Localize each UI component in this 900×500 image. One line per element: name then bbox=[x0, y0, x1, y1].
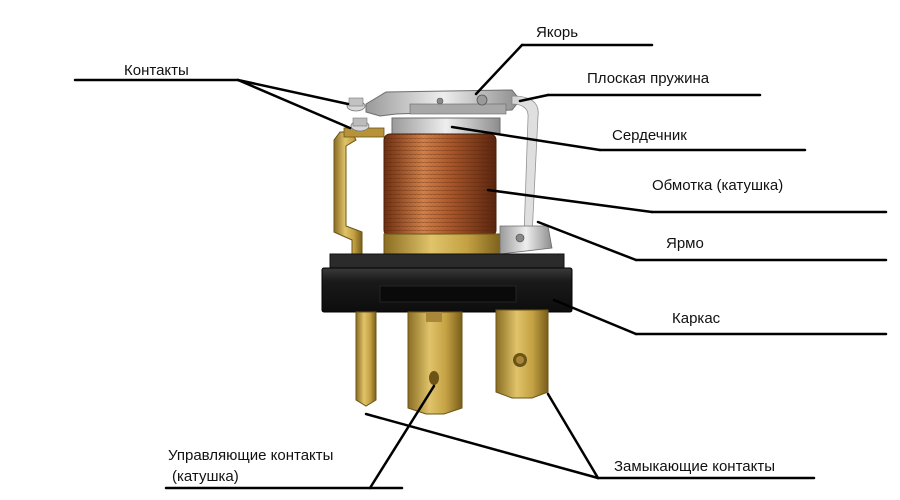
leader-core bbox=[450, 125, 602, 152]
label-control-contacts-line1: Управляющие контакты bbox=[168, 447, 334, 464]
contact-bracket bbox=[333, 127, 385, 259]
flat-spring bbox=[511, 95, 539, 237]
leader-frame bbox=[552, 298, 638, 336]
label-frame: Каркас bbox=[672, 310, 721, 327]
label-closing-contacts: Замыкающие контакты bbox=[614, 458, 775, 475]
leader-closing-left bbox=[364, 412, 600, 480]
terminals bbox=[355, 309, 549, 415]
label-core: Сердечник bbox=[612, 127, 687, 144]
label-flat-spring: Плоская пружина bbox=[587, 70, 710, 87]
label-yoke: Ярмо bbox=[666, 235, 704, 252]
contact-points bbox=[346, 97, 370, 132]
label-control-contacts-line2: (катушка) bbox=[172, 468, 239, 485]
leader-armature bbox=[474, 43, 524, 96]
coil-winding bbox=[383, 133, 497, 237]
leader-contacts-upper bbox=[236, 78, 350, 106]
leader-winding bbox=[486, 188, 654, 214]
label-contacts: Контакты bbox=[124, 62, 189, 79]
leader-yoke bbox=[536, 220, 638, 262]
leader-spring bbox=[518, 93, 550, 103]
frame-base bbox=[321, 253, 573, 313]
leader-closing-right bbox=[546, 392, 600, 480]
label-winding: Обмотка (катушка) bbox=[652, 177, 784, 194]
leader-contacts-lower bbox=[236, 78, 352, 130]
armature-plate bbox=[365, 89, 521, 117]
yoke bbox=[383, 225, 553, 257]
label-armature: Якорь bbox=[536, 24, 579, 41]
leader-lines bbox=[73, 43, 888, 490]
leader-control bbox=[368, 384, 436, 490]
